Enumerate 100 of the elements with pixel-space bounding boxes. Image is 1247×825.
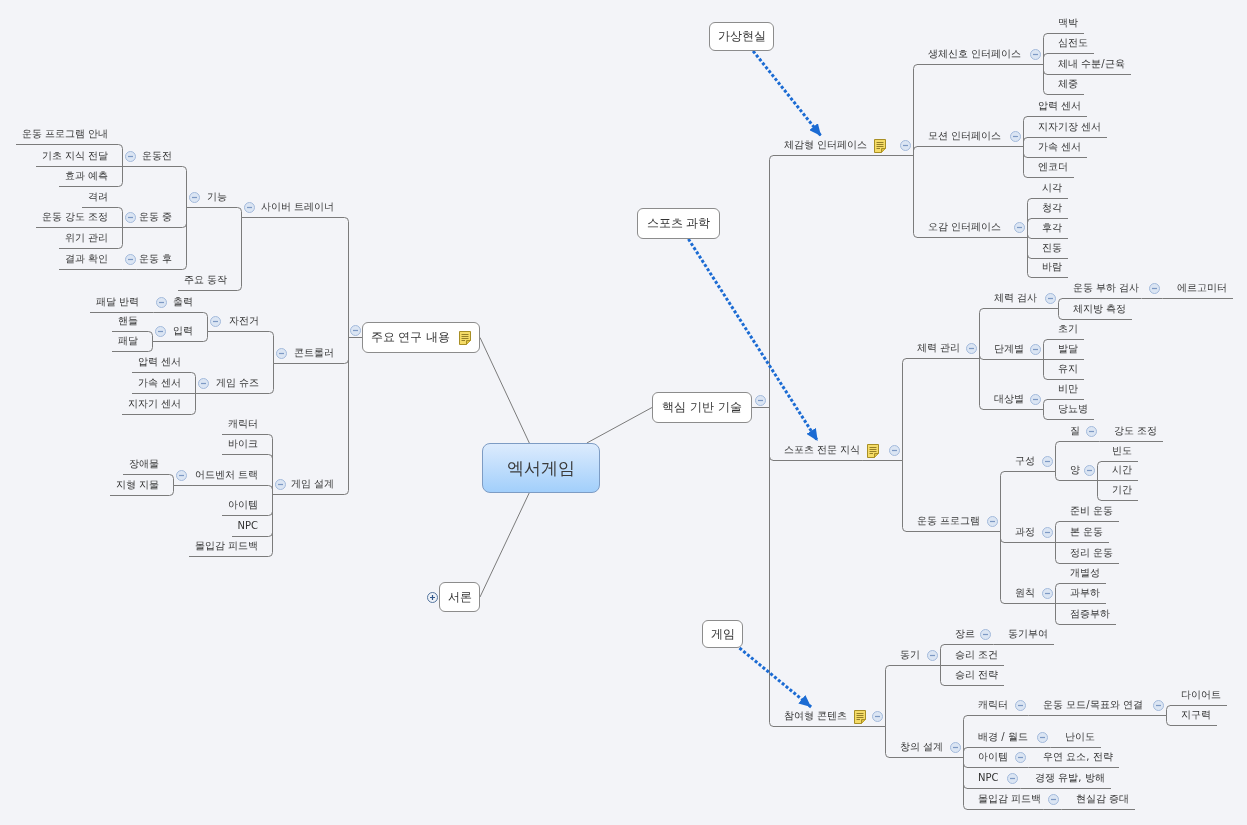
subtopic: 바이크 (222, 435, 268, 455)
subtopic: 운동 중 (136, 208, 182, 228)
connector-line (117, 227, 138, 249)
subtopic: 콘트롤러 (292, 344, 344, 364)
subtopic: 스포츠 전문 지식 (773, 441, 863, 461)
subtopic: 운동 강도 조정 (35, 208, 118, 228)
connector-line (848, 726, 890, 758)
connector-line (267, 494, 290, 557)
subtopic: 어드벤처 트랙 (192, 466, 268, 486)
subtopic: 출력 (171, 293, 203, 313)
floating-topic-box: 게임 (702, 620, 743, 648)
subtopic: 몰입감 피드백 (967, 790, 1044, 810)
connector-line (147, 341, 172, 352)
subtopic: 장애물 (123, 455, 169, 475)
subtopic: 본 운동 (1059, 523, 1110, 543)
topic-label: 주요 연구 내용 (370, 330, 451, 345)
connector-line (236, 217, 260, 291)
connector-line (586, 407, 653, 444)
subtopic: 체감형 인터페이스 (773, 136, 870, 156)
connector-line (1042, 809, 1066, 810)
connector-line (921, 665, 945, 686)
subtopic: 효과 예측 (58, 167, 118, 187)
connector-line (1009, 767, 1033, 768)
subtopic: 입력 (171, 322, 203, 342)
subtopic: 준비 운동 (1059, 502, 1120, 522)
subtopic: 캐릭터 (222, 415, 268, 435)
subtopic: NPC (967, 769, 1001, 789)
subtopic: 압력 센서 (1027, 97, 1088, 117)
connector-line (181, 207, 206, 270)
subtopic: 바람 (1031, 258, 1068, 278)
connector-line (1081, 480, 1102, 501)
subtopic: 게임 슈즈 (213, 374, 269, 394)
connector-line (190, 393, 215, 415)
subtopic: 지형 지물 (109, 476, 169, 496)
subtopic: 압력 센서 (131, 353, 191, 373)
subtopic: 과부하 (1059, 584, 1106, 604)
subtopic: 개별성 (1059, 564, 1106, 584)
subtopic: 체력 관리 (906, 339, 963, 359)
subtopic: 몰입감 피드백 (188, 537, 268, 557)
connector-line (479, 337, 530, 444)
connector-line (168, 485, 194, 496)
subtopic: 체내 수분/근육 (1047, 55, 1131, 75)
subtopic: 생체신호 인터페이스 (917, 45, 1024, 65)
connector-line (961, 358, 984, 410)
subtopic: 시간 (1101, 461, 1138, 481)
subtopic: 현실감 증대 (1065, 790, 1136, 810)
subtopic: 시각 (1031, 179, 1068, 199)
connector-line (976, 644, 998, 645)
connector-line (1009, 715, 1033, 716)
subtopic: 난이도 (1054, 728, 1101, 748)
subtopic: NPC (231, 517, 268, 537)
subtopic: 지자기 센서 (121, 395, 191, 415)
subtopic: 엔코더 (1027, 158, 1074, 178)
connector-line (202, 331, 228, 342)
subtopic: 지구력 (1170, 706, 1217, 726)
subtopic: 심전도 (1047, 34, 1094, 54)
subtopic: 대상별 (983, 390, 1026, 410)
floating-topic-box: 가상현실 (709, 22, 774, 51)
subtopic: 기능 (205, 188, 237, 208)
subtopic: 유지 (1047, 360, 1084, 380)
subtopic: 운동 프로그램 (906, 512, 983, 532)
subtopic: 청각 (1031, 199, 1068, 219)
subtopic: 체지방 측정 (1062, 300, 1133, 320)
dotted-arrow (738, 646, 813, 709)
connector-line (1002, 146, 1028, 178)
subtopic: 진동 (1031, 239, 1068, 259)
subtopic: 사이버 트레이너 (258, 198, 344, 218)
connector-line (148, 312, 172, 313)
dotted-arrow (687, 238, 819, 442)
subtopic: 양 (1059, 461, 1082, 481)
connector-line (1029, 747, 1055, 748)
connector-line (117, 166, 141, 187)
connector-line (1036, 603, 1060, 625)
connector-line (981, 531, 1005, 604)
topic-box: 핵심 기반 기술 (652, 392, 752, 423)
subtopic: 오감 인터페이스 (917, 218, 1004, 238)
subtopic: 우연 요소, 전략 (1032, 748, 1119, 768)
subtopic: 모션 인터페이스 (917, 127, 1004, 147)
subtopic: 위기 관리 (58, 229, 118, 249)
subtopic: 정리 운동 (1059, 544, 1120, 564)
connector-line (1022, 64, 1048, 95)
subtopic: 단계별 (983, 340, 1026, 360)
subtopic: 가속 센서 (131, 374, 191, 394)
subtopic: 동기 (889, 646, 922, 666)
subtopic: 지자기장 센서 (1027, 118, 1108, 138)
subtopic: 창의 설계 (889, 738, 946, 758)
subtopic: 기초 지식 전달 (35, 147, 118, 167)
subtopic: 운동 부하 검사 (1062, 279, 1142, 299)
subtopic: 결과 확인 (58, 250, 118, 270)
topic-box: 서론 (439, 582, 480, 612)
subtopic: 에르고미터 (1166, 279, 1233, 299)
subtopic: 자전거 (227, 312, 269, 332)
subtopic: 게임 설계 (288, 475, 344, 495)
connector-line (1025, 409, 1048, 420)
connector-line (479, 492, 530, 598)
subtopic: 격려 (82, 188, 118, 208)
connector-line (1081, 441, 1104, 442)
dotted-arrow (751, 50, 823, 137)
subtopic: 구성 (1004, 452, 1037, 472)
subtopic: 운동 모드/목표와 연결 (1032, 696, 1145, 716)
